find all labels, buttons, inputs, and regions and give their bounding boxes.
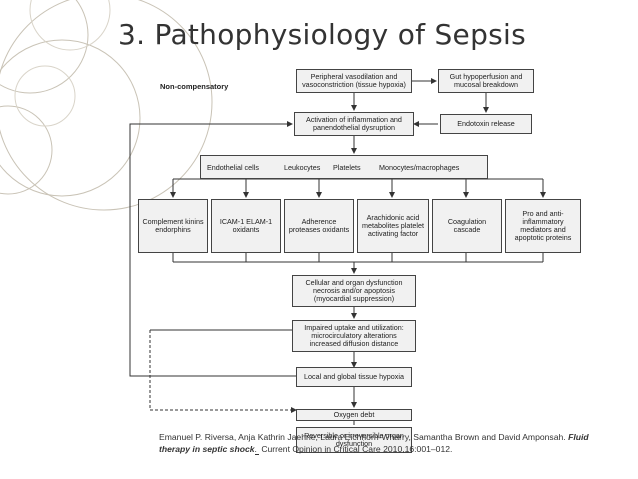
cellular-dysfunction-box: Cellular and organ dysfunction necrosis …: [292, 275, 416, 307]
gut-hypoperfusion-box: Gut hypoperfusion and mucosal breakdown: [438, 69, 534, 93]
mediator-arachidonic-box: Arachidonic acid metabolites platelet ac…: [357, 199, 429, 253]
citation-article-title: Fluid therapy in septic shock: [159, 432, 589, 455]
inflammation-activation-box: Activation of inflammation and panendoth…: [294, 112, 414, 136]
mediator-proinflammatory-box: Pro and anti-inflammatory mediators and …: [505, 199, 581, 253]
slide-title: 3. Pathophysiology of Sepsis: [118, 18, 527, 51]
mediator-complement-box: Complement kinins endorphins: [138, 199, 208, 253]
cells-row-box: Endothelial cells Leukocytes Platelets M…: [200, 155, 488, 179]
decorative-circle-1: [0, 0, 89, 94]
dashed-feedback-line: [149, 330, 297, 413]
citation-source: Current Opinion in Critical Care 2010,16…: [261, 444, 453, 455]
non-compensatory-label: Non-compensatory: [160, 82, 229, 91]
leukocytes-label: Leukocytes: [284, 163, 321, 172]
vasodilation-box: Peripheral vasodilation and vasoconstric…: [296, 69, 412, 93]
tissue-hypoxia-box: Local and global tissue hypoxia: [296, 367, 412, 387]
decorative-circle-6: [29, 0, 111, 51]
endotoxin-release-box: Endotoxin release: [440, 114, 532, 134]
mediator-adherence-box: Adherence proteases oxidants: [284, 199, 354, 253]
decorative-circle-3: [0, 105, 53, 195]
endothelial-cells-label: Endothelial cells: [207, 163, 259, 172]
feedback-loop-outer: [129, 121, 296, 377]
mediator-coagulation-box: Coagulation cascade: [432, 199, 502, 253]
mediator-icam-box: ICAM-1 ELAM-1 oxidants: [211, 199, 281, 253]
citation-authors: Emanuel P. Riversa, Anja Kathrin Jaehne,…: [159, 432, 566, 442]
decorative-circle-5: [14, 65, 76, 127]
decorative-circle-4: [0, 0, 213, 211]
citation-separator: .: [254, 444, 259, 456]
platelets-label: Platelets: [333, 163, 361, 172]
decorative-circle-2: [0, 39, 141, 197]
organ-dysfunction-box: Reversible or irreversible organ dysfunc…: [296, 427, 412, 453]
monocytes-macrophages-label: Monocytes/macrophages: [379, 163, 460, 172]
citation: Emanuel P. Riversa, Anja Kathrin Jaehne,…: [159, 431, 619, 456]
oxygen-debt-box: Oxygen debt: [296, 409, 412, 421]
impaired-uptake-box: Impaired uptake and utilization: microci…: [292, 320, 416, 352]
